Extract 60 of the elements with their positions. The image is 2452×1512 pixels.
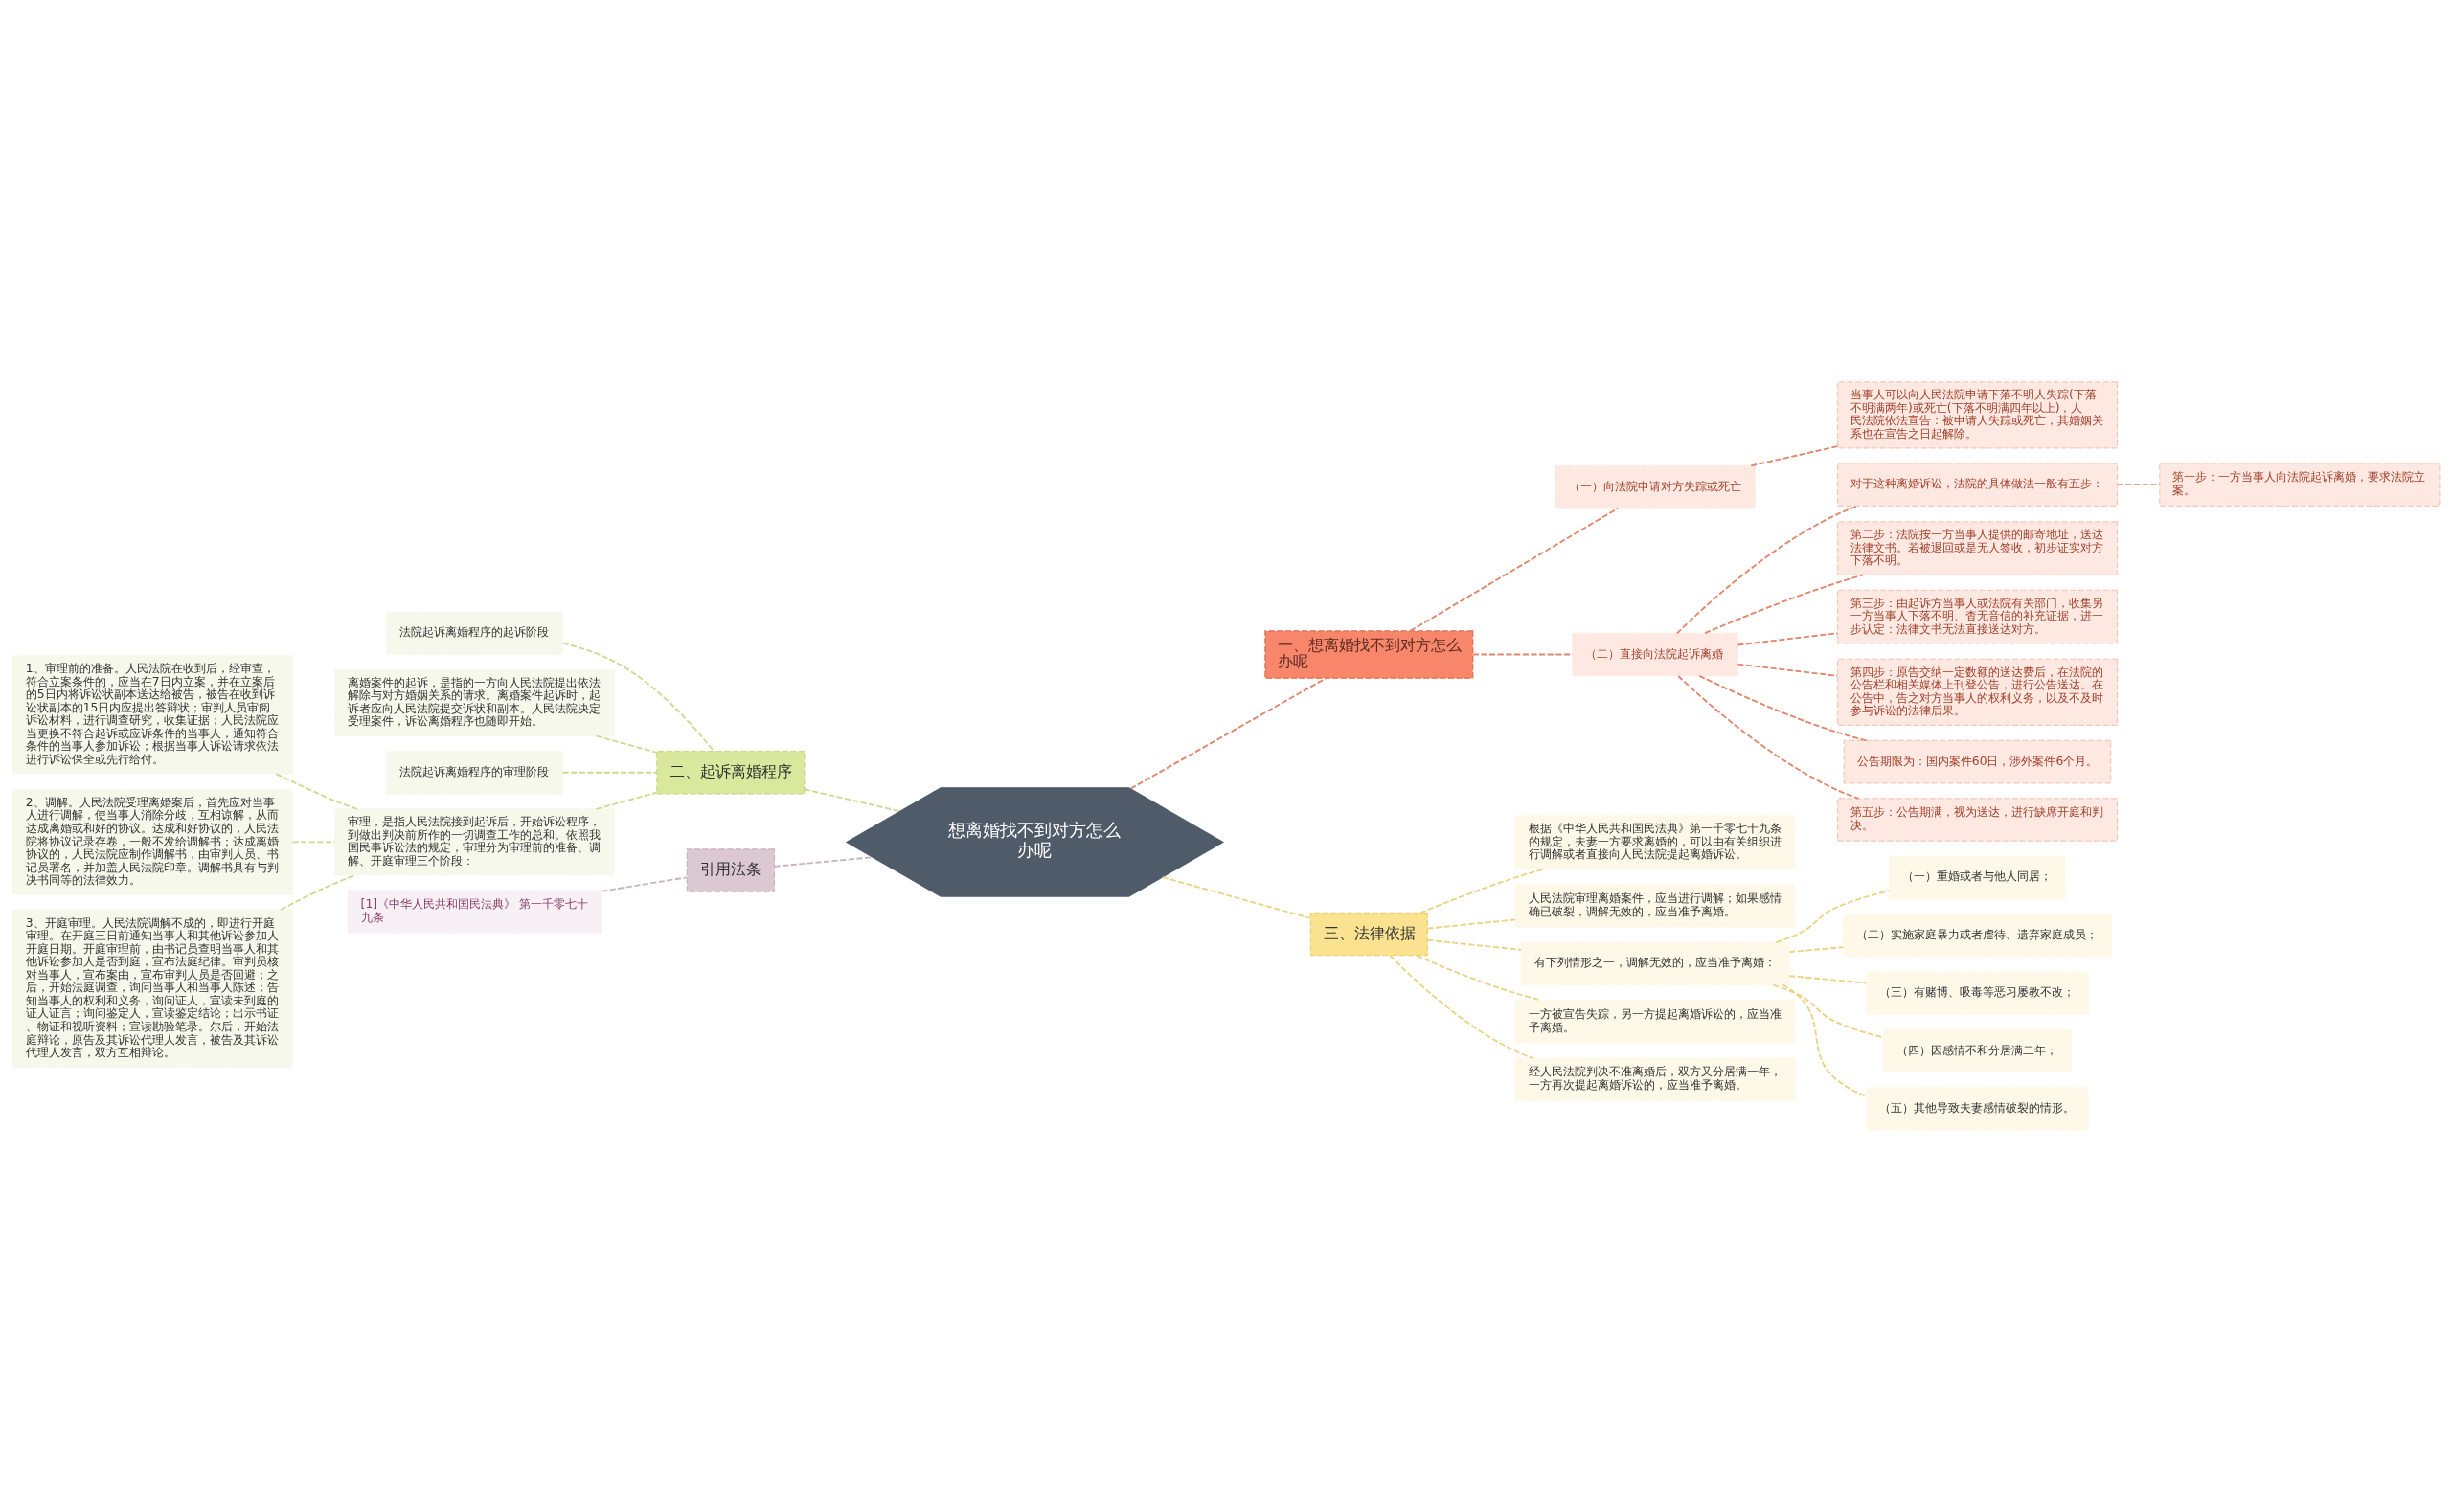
connector (1788, 975, 1868, 984)
node-box: （三）有赌博、吸毒等恶习屡教不改； (1866, 971, 2089, 1015)
connector (1677, 675, 1860, 800)
node-box: 第四步：原告交纳一定数额的送达费后，在法院的公告栏和相关媒体上刊登公告，进行公告送达。在公告中，告之对方当事人的权利义务，以及不及时参与诉讼的法律后果。 (1836, 658, 2119, 727)
connector (1737, 632, 1839, 646)
node-box: [1]《中华人民共和国民法典》 第一千零七十九条 (347, 890, 602, 934)
node-box: 2、调解。人民法院受理离婚案后，首先应对当事人进行调解，使当事人消除分歧，互相谅解，从而达成离婚或和好的协议。达成和好协议的，人民法院将协议记录存卷，一般不发给调解书；达成离婚协议的，人民法院应制作调解书，由审判人员、书记员署名，并加盖人民法院印章。调解书具有与判决书同等的法律效力。 (11, 789, 293, 895)
node-box: 当事人可以向人民法院申请下落不明人失踪(下落不明满两年)或死亡(下落不明满四年以上)，人民法院依法宣告：被申请人失踪或死亡，其婚姻关系也在宣告之日起解除。 (1836, 381, 2119, 449)
connector (1161, 876, 1311, 919)
connector (1426, 918, 1516, 930)
node-box: 公告期限为：国内案件60日，涉外案件6个月。 (1843, 739, 2112, 784)
connector (1419, 868, 1546, 914)
connector (601, 876, 688, 892)
node-box: 二、起诉离婚程序 (656, 750, 806, 795)
connector (1129, 677, 1328, 790)
connector (1704, 574, 1865, 635)
node-box: 法院起诉离婚程序的审理阶段 (386, 750, 563, 795)
connector (1737, 663, 1839, 677)
node-box: 经人民法院判决不准离婚后，双方又分居满一年，一方再次提起离婚诉讼的，应当准予离婚。 (1514, 1057, 1796, 1101)
connector (2116, 484, 2161, 486)
connector (1426, 938, 1522, 951)
connector (1750, 445, 1839, 467)
connector (280, 874, 356, 911)
connector (561, 771, 658, 774)
node-box: 根据《中华人民共和国民法典》第一千零七十九条的规定，夫妻一方要求离婚的，可以由有关组织进行调解或者直接向人民法院提起离婚诉讼。 (1514, 815, 1796, 869)
connector (561, 642, 715, 753)
node-box: 第五步：公告期满，视为送达，进行缺席开庭和判决。 (1836, 798, 2119, 842)
node-box: 1、审理前的准备。人民法院在收到后，经审查，符合立案条件的，应当在7日内立案，并在立案后的5日内将诉讼状副本送达给被告，被告在收到诉讼状副本的15日内应提出答辩状；审判人员审阅诉讼材料，进行调查研究，收集证据；人民法院应当更换不符合起诉或应诉条件的当事人，通知符合条件的当事人参加诉讼；根据当事人诉讼请求依法进行诉讼保全或先行给付。 (11, 655, 293, 775)
node-box: （一）重婚或者与他人同居； (1889, 855, 2066, 900)
node-box: （四）因感情不和分居满二年； (1882, 1028, 2073, 1073)
node-box: 引用法条 (686, 848, 776, 892)
node-box: 一、想离婚找不到对方怎么办呢 (1264, 630, 1474, 679)
node-box: 第三步：由起诉方当事人或法院有关部门，收集另一方当事人下落不明、杳无音信的补充证据，进一步认定：法律文书无法直接送达对方。 (1836, 589, 2119, 644)
connector (595, 734, 658, 754)
connector (1788, 946, 1845, 953)
node-box: 对于这种离婚诉讼，法院的具体做法一般有五步： (1836, 463, 2119, 507)
node-box: （二）实施家庭暴力或者虐待、遗弃家庭成员； (1843, 914, 2112, 958)
node-box: （五）其他导致夫妻感情破裂的情形。 (1866, 1087, 2089, 1131)
node-box: 第一步：一方当事人向法院起诉离婚，要求法院立案。 (2159, 463, 2441, 507)
connector (1409, 508, 1619, 632)
node-box: 第二步：法院按一方当事人提供的邮寄地址，送达法律文书。若被退回或是无人签收，初步证实对方下落不明。 (1836, 521, 2119, 575)
node-box: 有下列情形之一，调解无效的，应当准予离婚： (1520, 941, 1790, 986)
connector (1472, 653, 1574, 656)
connector (1782, 983, 1868, 1097)
node-box: 一方被宣告失踪，另一方提起离婚诉讼的，应当准予离婚。 (1514, 999, 1796, 1044)
connector (804, 788, 901, 813)
node-box: （二）直接向法院起诉离婚 (1572, 632, 1738, 677)
node-box: 三、法律依据 (1309, 912, 1428, 957)
connector (1389, 954, 1533, 1059)
connector (1698, 674, 1868, 742)
connector (595, 791, 658, 810)
node-box: 人民法院审理离婚案件，应当进行调解；如果感情确已破裂，调解无效的，应当准予离婚。 (1514, 884, 1796, 928)
node-box: （一）向法院申请对方失踪或死亡 (1555, 464, 1756, 509)
connector (275, 773, 358, 810)
node-box: 离婚案件的起诉，是指的一方向人民法院提出依法解除与对方婚姻关系的请求。离婚案件起诉时，起诉者应向人民法院提交诉状和副本。人民法院决定受理案件，诉讼离婚程序也随即开始。 (333, 668, 616, 737)
node-box: 3、开庭审理。人民法院调解不成的，即进行开庭审理。在开庭三日前通知当事人和其他诉讼参加人开庭日期。开庭审理前，由书记员查明当事人和其他诉讼参加人是否到庭，宣布法庭纪律。审判员核对当事人，宣布案由，宣布审判人员是否回避；之后，开始法庭调查，询问当事人和当事人陈述；告知当事人的权利和义务，询问证人，宣读未到庭的证人证言；询问鉴定人，宣读鉴定结论；出示书证、物证和视听资料；宣读勘验笔录。尔后，开始法庭辩论，原告及其诉讼代理人发言，被告及其诉讼代理人发言，双方互相辩论。 (11, 909, 293, 1068)
connector (1676, 505, 1859, 635)
connector (1775, 890, 1891, 943)
node-box: 审理，是指人民法院接到起诉后，开始诉讼程序，到做出判决前所作的一切调查工作的总和。依照我国民事诉讼法的规定，审理分为审理前的准备、调解、开庭审理三个阶段： (333, 808, 616, 876)
node-box: 法院起诉离婚程序的起诉阶段 (386, 611, 563, 656)
